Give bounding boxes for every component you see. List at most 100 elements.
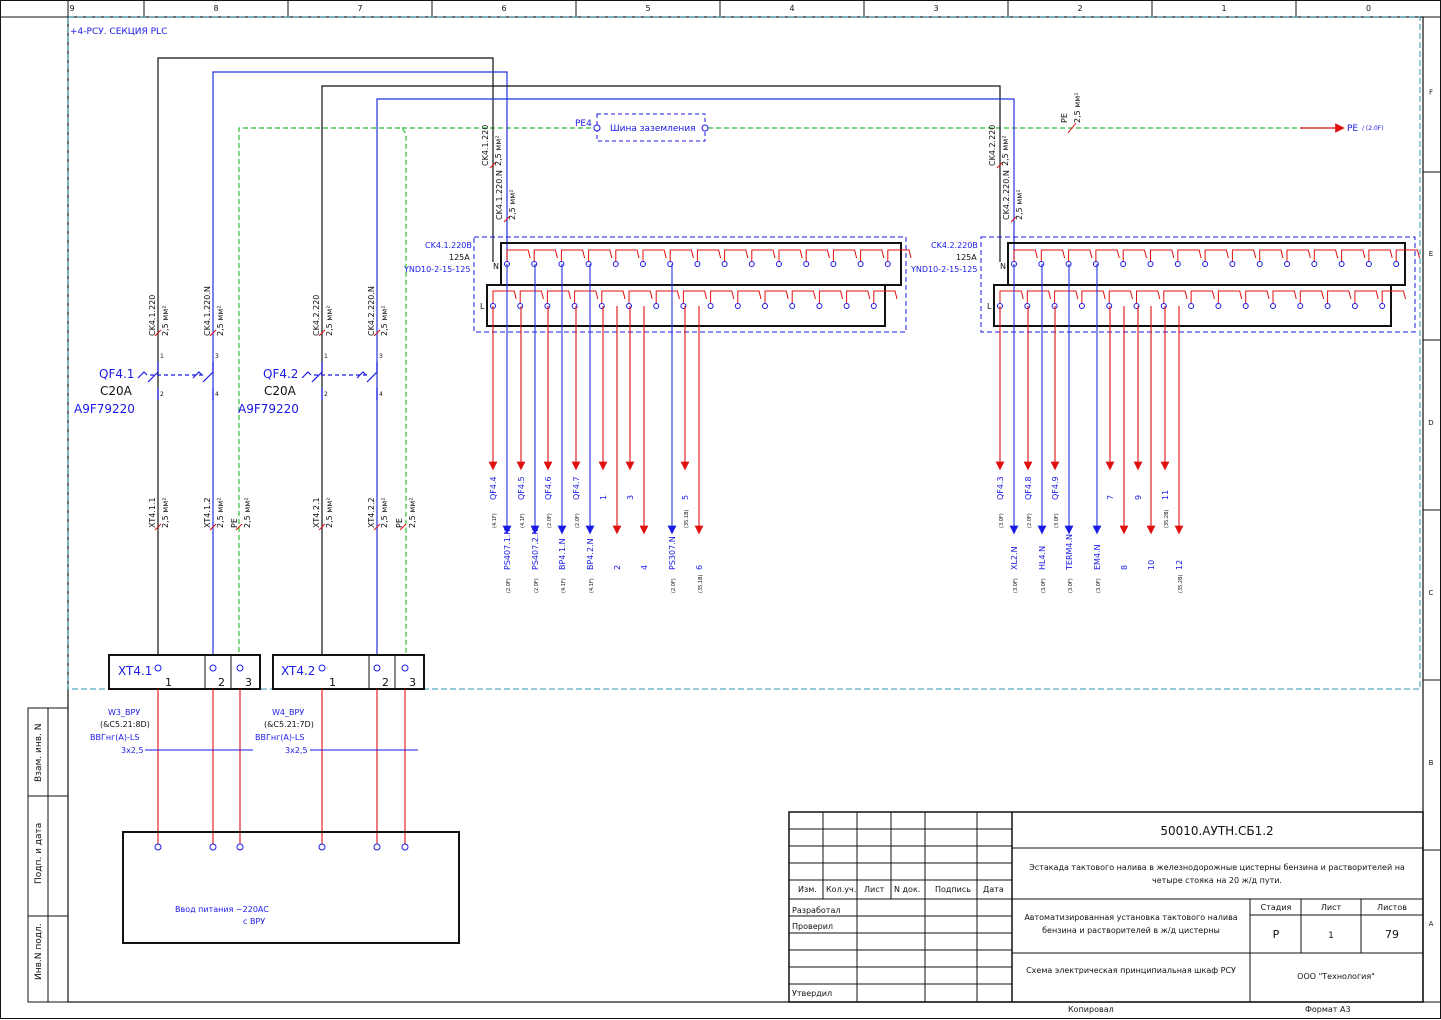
busbar-teeth — [490, 249, 1420, 309]
svg-text:1: 1 — [160, 353, 164, 360]
wire-size-label: 2,5 мм² — [508, 189, 517, 220]
pe-bus-label: Шина заземления — [610, 124, 696, 134]
cable-1-ref: (&C5.21:8D) — [100, 720, 150, 729]
side-stamp — [27, 707, 69, 1003]
output-label: XL2.N — [1010, 546, 1019, 570]
busbar-input-wire-label: CK4.1.220 — [481, 125, 490, 166]
breaker-bottom-wire-label: XT4.1.1 — [148, 497, 157, 528]
wire-size-label: 2,5 мм² — [380, 305, 389, 336]
breaker-1-article: A9F79220 — [74, 402, 135, 416]
cable-1-name: W3_ВРУ — [108, 708, 140, 717]
title-block-grid — [788, 811, 1424, 1003]
pe-left-tag: PE4 — [575, 119, 592, 129]
output-label: 11 — [1161, 490, 1170, 500]
breaker-qf41-symbol — [137, 362, 214, 400]
row-marker: A — [1429, 920, 1434, 928]
breaker-top-wire-label: CK4.1.220 — [148, 295, 157, 336]
column-marker: 2 — [1077, 4, 1082, 13]
busbar-1-current: 125A — [449, 253, 470, 262]
wire-size-label: 2,5 мм² — [325, 305, 334, 336]
pe-wire-size: 2,5 мм² — [1073, 92, 1082, 123]
tb-sheet-title: Схема электрическая принципиальная шкаф … — [1026, 966, 1236, 975]
breaker-bottom-wire-label: XT4.2.2 — [367, 497, 376, 528]
tb-sheets: 79 — [1385, 928, 1399, 941]
svg-text:4: 4 — [215, 391, 219, 398]
output-ref: (35.1B) — [684, 509, 690, 528]
output-ref: (35.2B) — [1178, 574, 1184, 593]
terminal-2-pin3: 3 — [409, 676, 416, 689]
tb-role-5: Утвердил — [792, 989, 832, 998]
breaker-bottom-wire-label: XT4.1.2 — [203, 497, 212, 528]
cable-1-cores: 3x2,5 — [121, 746, 144, 755]
busbar-outputs: QF4.4(4.1F)PS407.1.N(2.0F)QF4.5(4.1F)PS4… — [488, 264, 1184, 593]
title-block-col-headers: Изм. Кол.уч. Лист N док. Подпись Дата — [798, 885, 1004, 894]
svg-text:3: 3 — [379, 353, 383, 360]
tb-company: ООО "Технология" — [1297, 972, 1375, 981]
row-marker: C — [1429, 589, 1434, 597]
terminal-1-name: XT4.1 — [118, 664, 152, 678]
svg-text:1: 1 — [324, 353, 328, 360]
breaker-top-wire-label: CK4.2.220.N — [367, 286, 376, 336]
column-marker: 1 — [1221, 4, 1226, 13]
output-ref: (2.0F) — [547, 513, 553, 528]
column-marker: 9 — [69, 4, 74, 13]
busbar-2-frame: N L — [980, 236, 1416, 333]
wire-size-label: 2,5 мм² — [380, 497, 389, 528]
wire-size-label: 2,5 мм² — [1001, 135, 1010, 166]
output-ref: (3.0F) — [1096, 578, 1102, 593]
busbar-2-current: 125A — [956, 253, 977, 262]
busbar-2-name: CK4.2.220B — [931, 241, 978, 250]
output-label: 4 — [640, 565, 649, 570]
power-input-line1: Ввод питания ~220AC — [175, 905, 269, 914]
breaker-2-name: QF4.2 — [263, 367, 298, 381]
svg-text:N: N — [493, 262, 499, 271]
breaker-1-name: QF4.1 — [99, 367, 134, 381]
output-label: 12 — [1175, 560, 1184, 570]
tb-stage-label: Стадия — [1261, 903, 1292, 912]
tb-sheet: 1 — [1328, 931, 1334, 941]
output-label: BP4.1.N — [558, 538, 567, 570]
wire-size-label: 2,5 мм² — [1015, 189, 1024, 220]
section-boundary — [67, 16, 1421, 690]
wire-size-label: 2,5 мм² — [408, 497, 417, 528]
cable-2-name: W4_ВРУ — [272, 708, 304, 717]
busbar-input-wire-label: CK4.2.220.N — [1002, 170, 1011, 220]
tb-role-2: Проверил — [792, 922, 833, 931]
pe-bus — [238, 113, 1345, 660]
output-label: BP4.2.N — [586, 538, 595, 570]
terminal-2-name: XT4.2 — [281, 664, 315, 678]
side-label-3: Инв.N подл. — [34, 923, 44, 980]
wire-size-label: 2,5 мм² — [161, 305, 170, 336]
output-ref: (2.0F) — [575, 513, 581, 528]
breaker-bottom-wire-label: PE — [395, 518, 404, 528]
svg-text:2: 2 — [324, 391, 328, 398]
svg-text:L: L — [987, 302, 992, 311]
output-label: QF4.3 — [996, 476, 1005, 500]
terminal-1-pin3: 3 — [245, 676, 252, 689]
title-block-rows — [789, 828, 1012, 985]
pe-right-ref: / (2.0F) — [1362, 125, 1384, 132]
column-marker: 7 — [357, 4, 362, 13]
terminal-1-pin1: 1 — [165, 676, 172, 689]
tb-sheet-label: Лист — [1321, 903, 1342, 912]
svg-text:4: 4 — [379, 391, 383, 398]
output-label: 1 — [599, 495, 608, 500]
tb-col-date: Дата — [983, 885, 1004, 894]
column-marker: 3 — [933, 4, 938, 13]
output-label: EM4.N — [1093, 544, 1102, 570]
output-label: QF4.5 — [517, 476, 526, 500]
output-label: 2 — [613, 565, 622, 570]
breaker-top-wire-label: CK4.2.220 — [312, 295, 321, 336]
power-input-box — [122, 831, 460, 944]
output-label: PS407.1.N — [503, 529, 512, 570]
tb-col-list: Лист — [864, 885, 885, 894]
output-label: 10 — [1147, 560, 1156, 570]
breaker-bottom-wire-label: PE — [230, 518, 239, 528]
output-ref: (2.0F) — [534, 578, 540, 593]
output-ref: (2.0F) — [1027, 513, 1033, 528]
row-marker: E — [1429, 250, 1433, 258]
terminal-xt41 — [108, 654, 261, 690]
